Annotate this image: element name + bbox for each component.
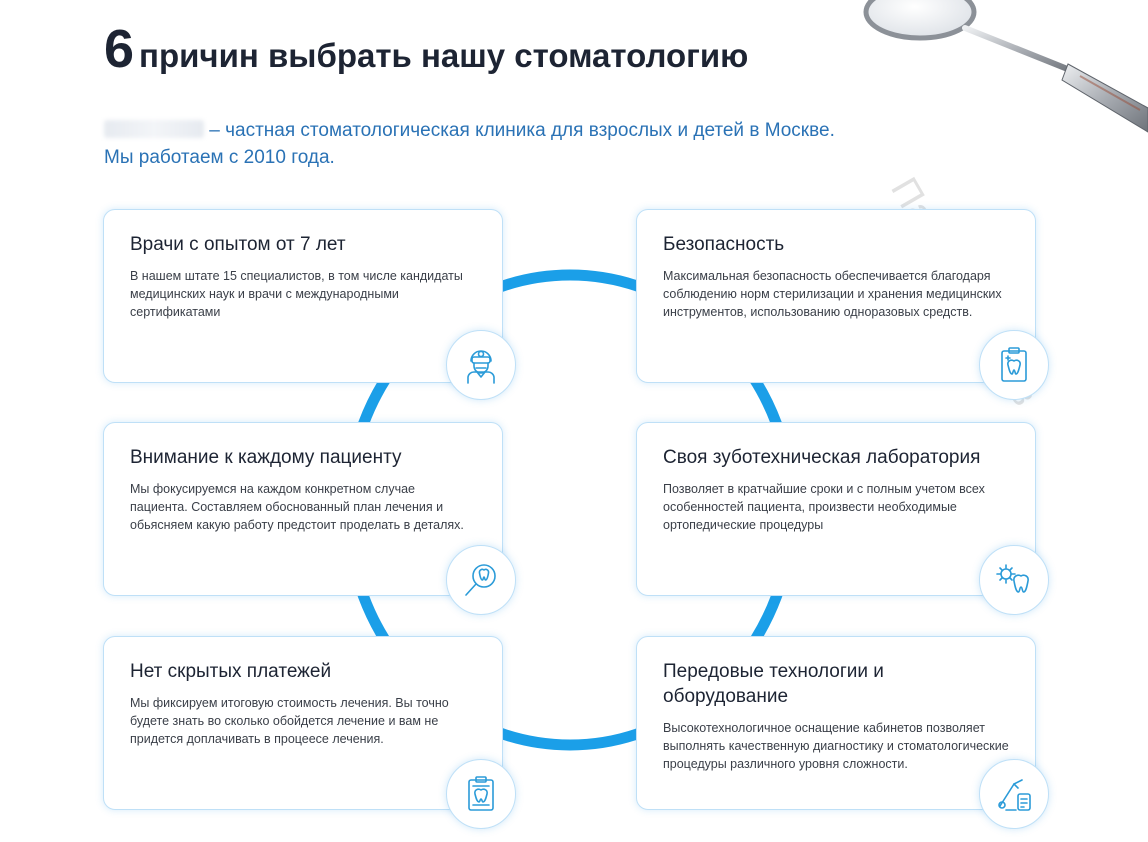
card-experienced-doctors: Врачи с опытом от 7 лет В нашем штате 15… <box>103 209 516 400</box>
card-title: Врачи с опытом от 7 лет <box>130 234 346 255</box>
card-advanced-technology: Передовые технологии и оборудование Высо… <box>636 636 1049 829</box>
card-title: Передовые технологии и оборудование <box>663 661 884 707</box>
title-number: 6 <box>104 19 134 79</box>
intro-line-1: – частная стоматологическая клиника для … <box>209 120 835 141</box>
card-safety: Безопасность Максимальная безопасность о… <box>636 209 1049 400</box>
card-text: Максимальная безопасность обеспечивается… <box>663 269 1002 319</box>
card-title: Своя зуботехническая лаборатория <box>663 447 981 468</box>
tooth-document-icon <box>446 759 516 829</box>
card-text: Позволяет в кратчайшие сроки и с полным … <box>663 482 985 532</box>
card-text: Мы фокусируемся на каждом конкретном слу… <box>130 482 464 532</box>
intro-line-2: Мы работаем с 2010 года. <box>104 147 335 168</box>
card-text: Мы фиксируем итоговую стоимость лечения.… <box>130 696 449 746</box>
card-title: Нет скрытых платежей <box>130 661 332 682</box>
card-title: Внимание к каждому пациенту <box>130 447 402 468</box>
doctor-icon <box>446 330 516 400</box>
card-no-hidden-fees: Нет скрытых платежей Мы фиксируем итогов… <box>103 636 516 829</box>
card-patient-attention: Внимание к каждому пациенту Мы фокусируе… <box>103 422 516 615</box>
card-text: В нашем штате 15 специалистов, в том чис… <box>130 269 463 319</box>
tooth-clipboard-icon <box>979 330 1049 400</box>
dental-equipment-icon <box>979 759 1049 829</box>
clinic-name-blurred <box>104 120 204 138</box>
dental-mirror-illustration <box>863 0 1148 133</box>
tooth-gear-icon <box>979 545 1049 615</box>
card-dental-laboratory: Своя зуботехническая лаборатория Позволя… <box>636 422 1049 615</box>
title-text: причин выбрать нашу стоматологию <box>139 37 749 74</box>
card-text: Высокотехнологичное оснащение кабинетов … <box>663 721 1009 771</box>
card-title: Безопасность <box>663 234 785 255</box>
tooth-magnifier-icon <box>446 545 516 615</box>
intro-text: – частная стоматологическая клиника для … <box>104 117 964 171</box>
